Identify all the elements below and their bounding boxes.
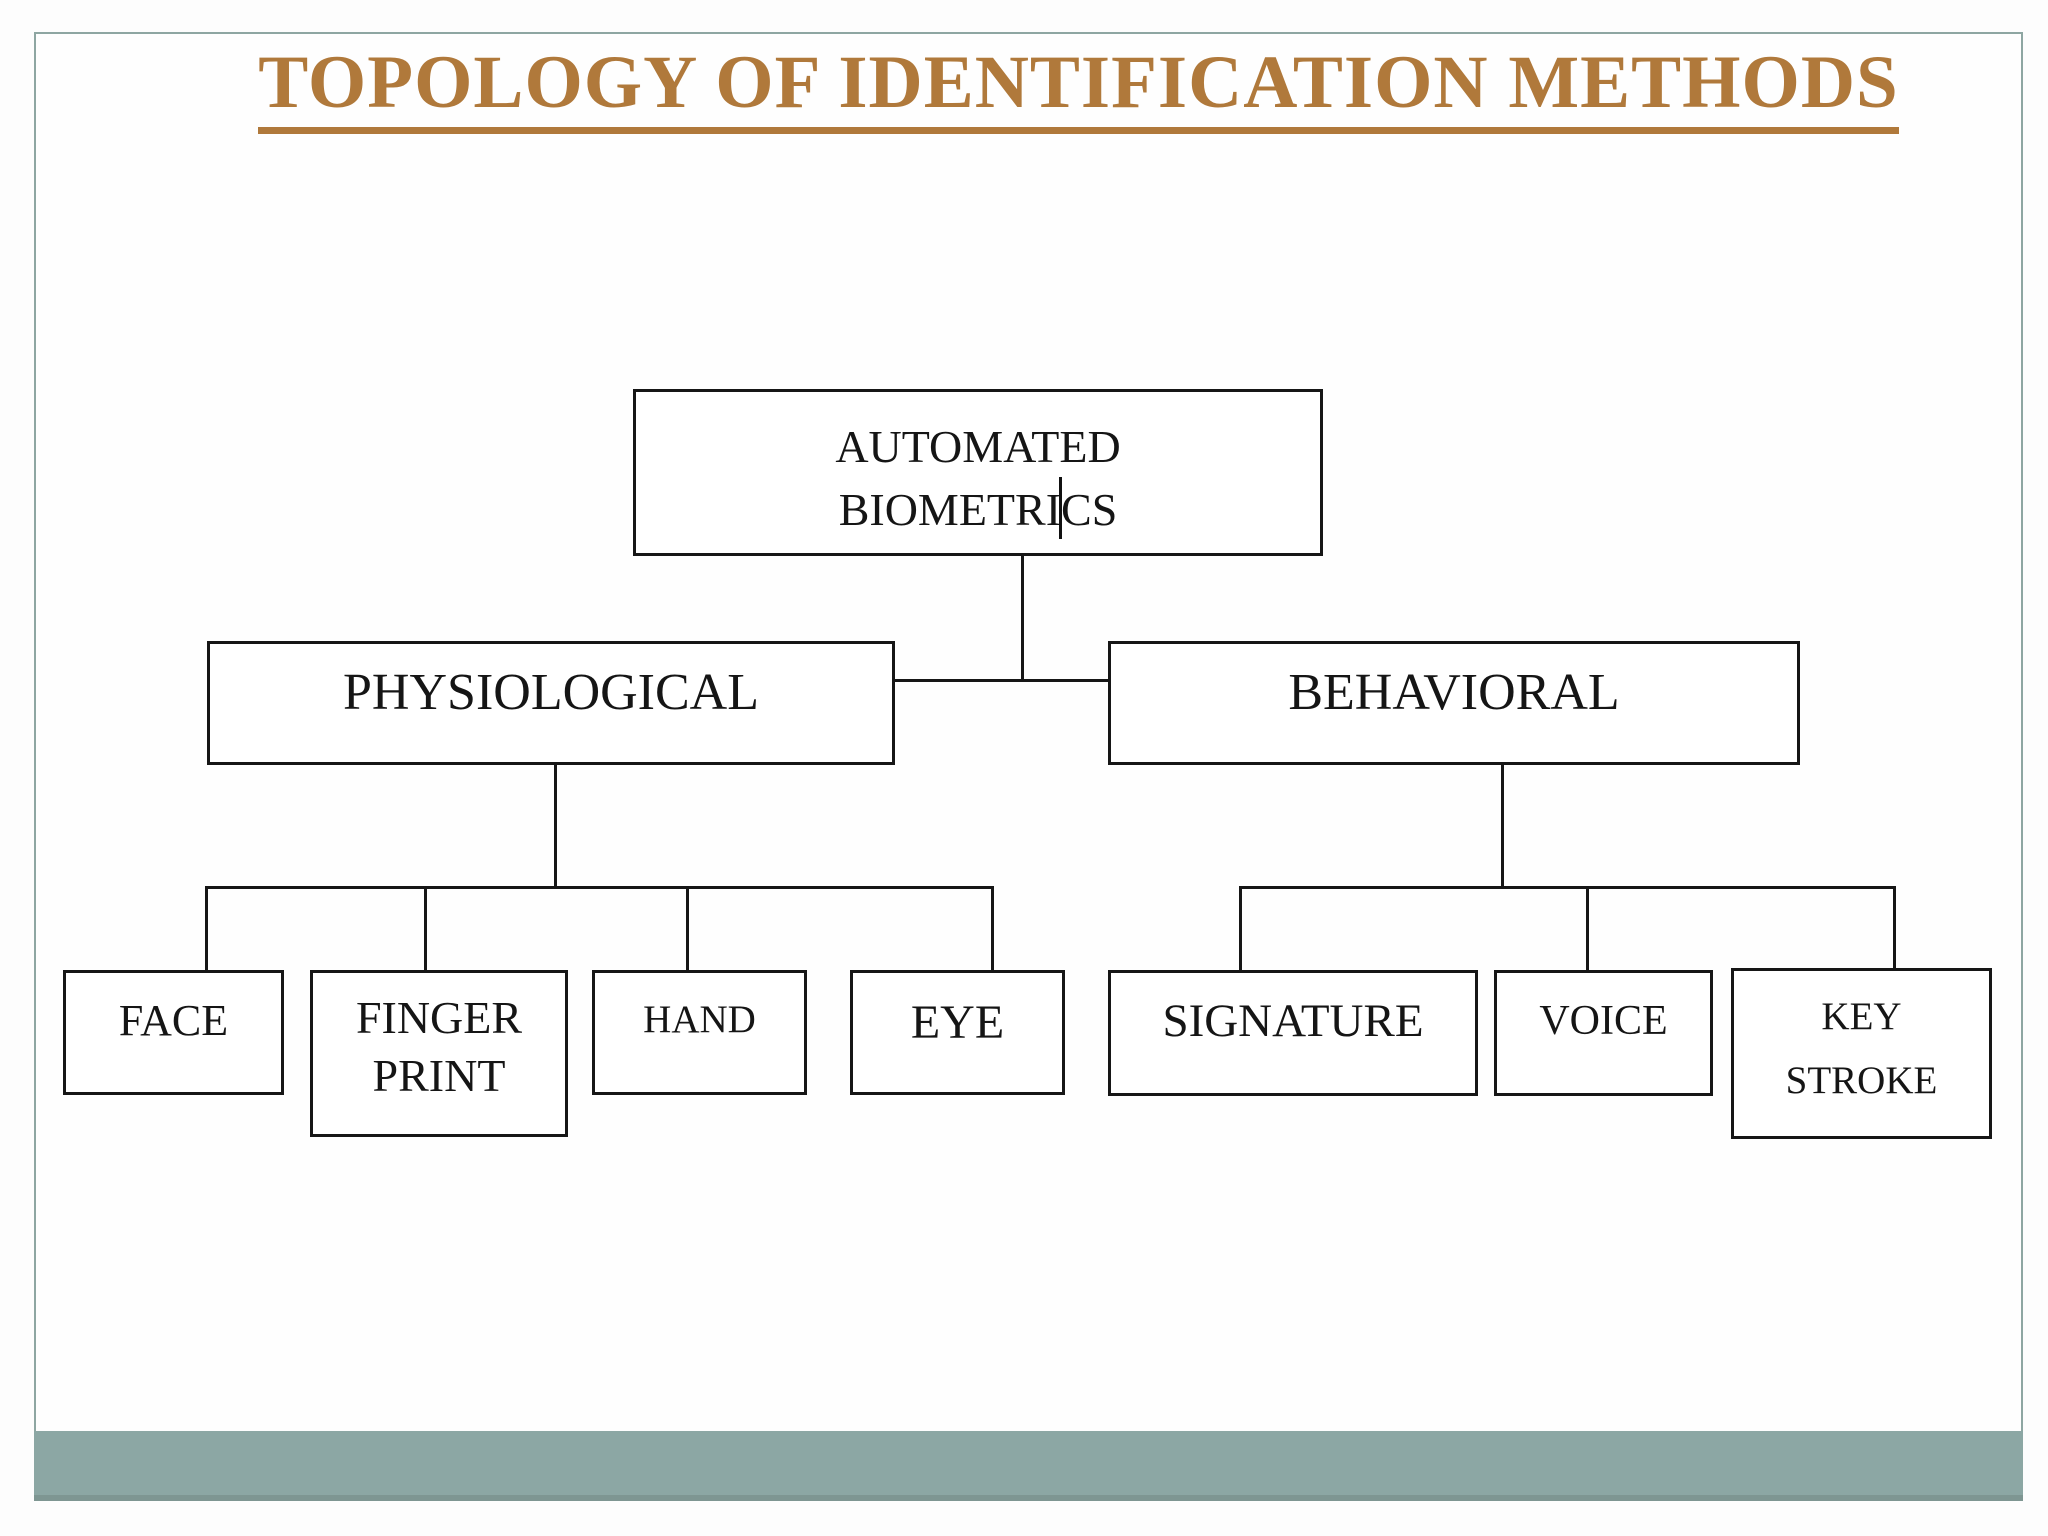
node-signature[interactable]: SIGNATURE (1108, 970, 1478, 1096)
node-automated-biometrics[interactable]: AUTOMATED BIOMETRICS (633, 389, 1323, 556)
title-block: TOPOLOGY OF IDENTIFICATION METHODS (84, 43, 2048, 134)
node-physiological-label: PHYSIOLOGICAL (343, 663, 759, 721)
connector-stub-finger-print (424, 886, 427, 972)
slide-frame (34, 32, 2023, 1501)
node-hand[interactable]: HAND (592, 970, 807, 1095)
text-cursor-caret (1059, 477, 1062, 539)
connector-stub-voice (1586, 886, 1589, 972)
connector-root-stem (1021, 556, 1024, 682)
connector-physiological-children-horizontal (205, 886, 994, 889)
node-finger-print[interactable]: FINGER PRINT (310, 970, 568, 1137)
node-key-stroke[interactable]: KEY STROKE (1731, 968, 1992, 1139)
node-hand-label: HAND (643, 998, 756, 1042)
node-automated-biometrics-label: AUTOMATED BIOMETRICS (835, 420, 1121, 535)
connector-stub-face (205, 886, 208, 972)
footer-accent-bar (34, 1431, 2023, 1501)
connector-behavioral-children-horizontal (1239, 886, 1896, 889)
node-key-stroke-label: KEY STROKE (1785, 995, 1938, 1102)
node-signature-label: SIGNATURE (1162, 994, 1424, 1047)
node-face[interactable]: FACE (63, 970, 284, 1095)
node-behavioral-label: BEHAVIORAL (1288, 663, 1620, 721)
node-behavioral[interactable]: BEHAVIORAL (1108, 641, 1800, 765)
connector-stub-key-stroke (1893, 886, 1896, 972)
connector-stub-signature (1239, 886, 1242, 972)
page-title[interactable]: TOPOLOGY OF IDENTIFICATION METHODS (258, 43, 1899, 134)
connector-stub-eye (991, 886, 994, 972)
connector-physiological-stem (554, 765, 557, 888)
node-face-label: FACE (118, 996, 229, 1045)
connector-behavioral-stem (1501, 765, 1504, 888)
connector-stub-hand (686, 886, 689, 972)
connector-level2-horizontal (893, 679, 1110, 682)
node-finger-print-label: FINGER PRINT (355, 992, 523, 1101)
node-eye-label: EYE (910, 995, 1005, 1049)
node-voice[interactable]: VOICE (1494, 970, 1713, 1096)
node-voice-label: VOICE (1539, 997, 1668, 1044)
node-eye[interactable]: EYE (850, 970, 1065, 1095)
node-physiological[interactable]: PHYSIOLOGICAL (207, 641, 895, 765)
